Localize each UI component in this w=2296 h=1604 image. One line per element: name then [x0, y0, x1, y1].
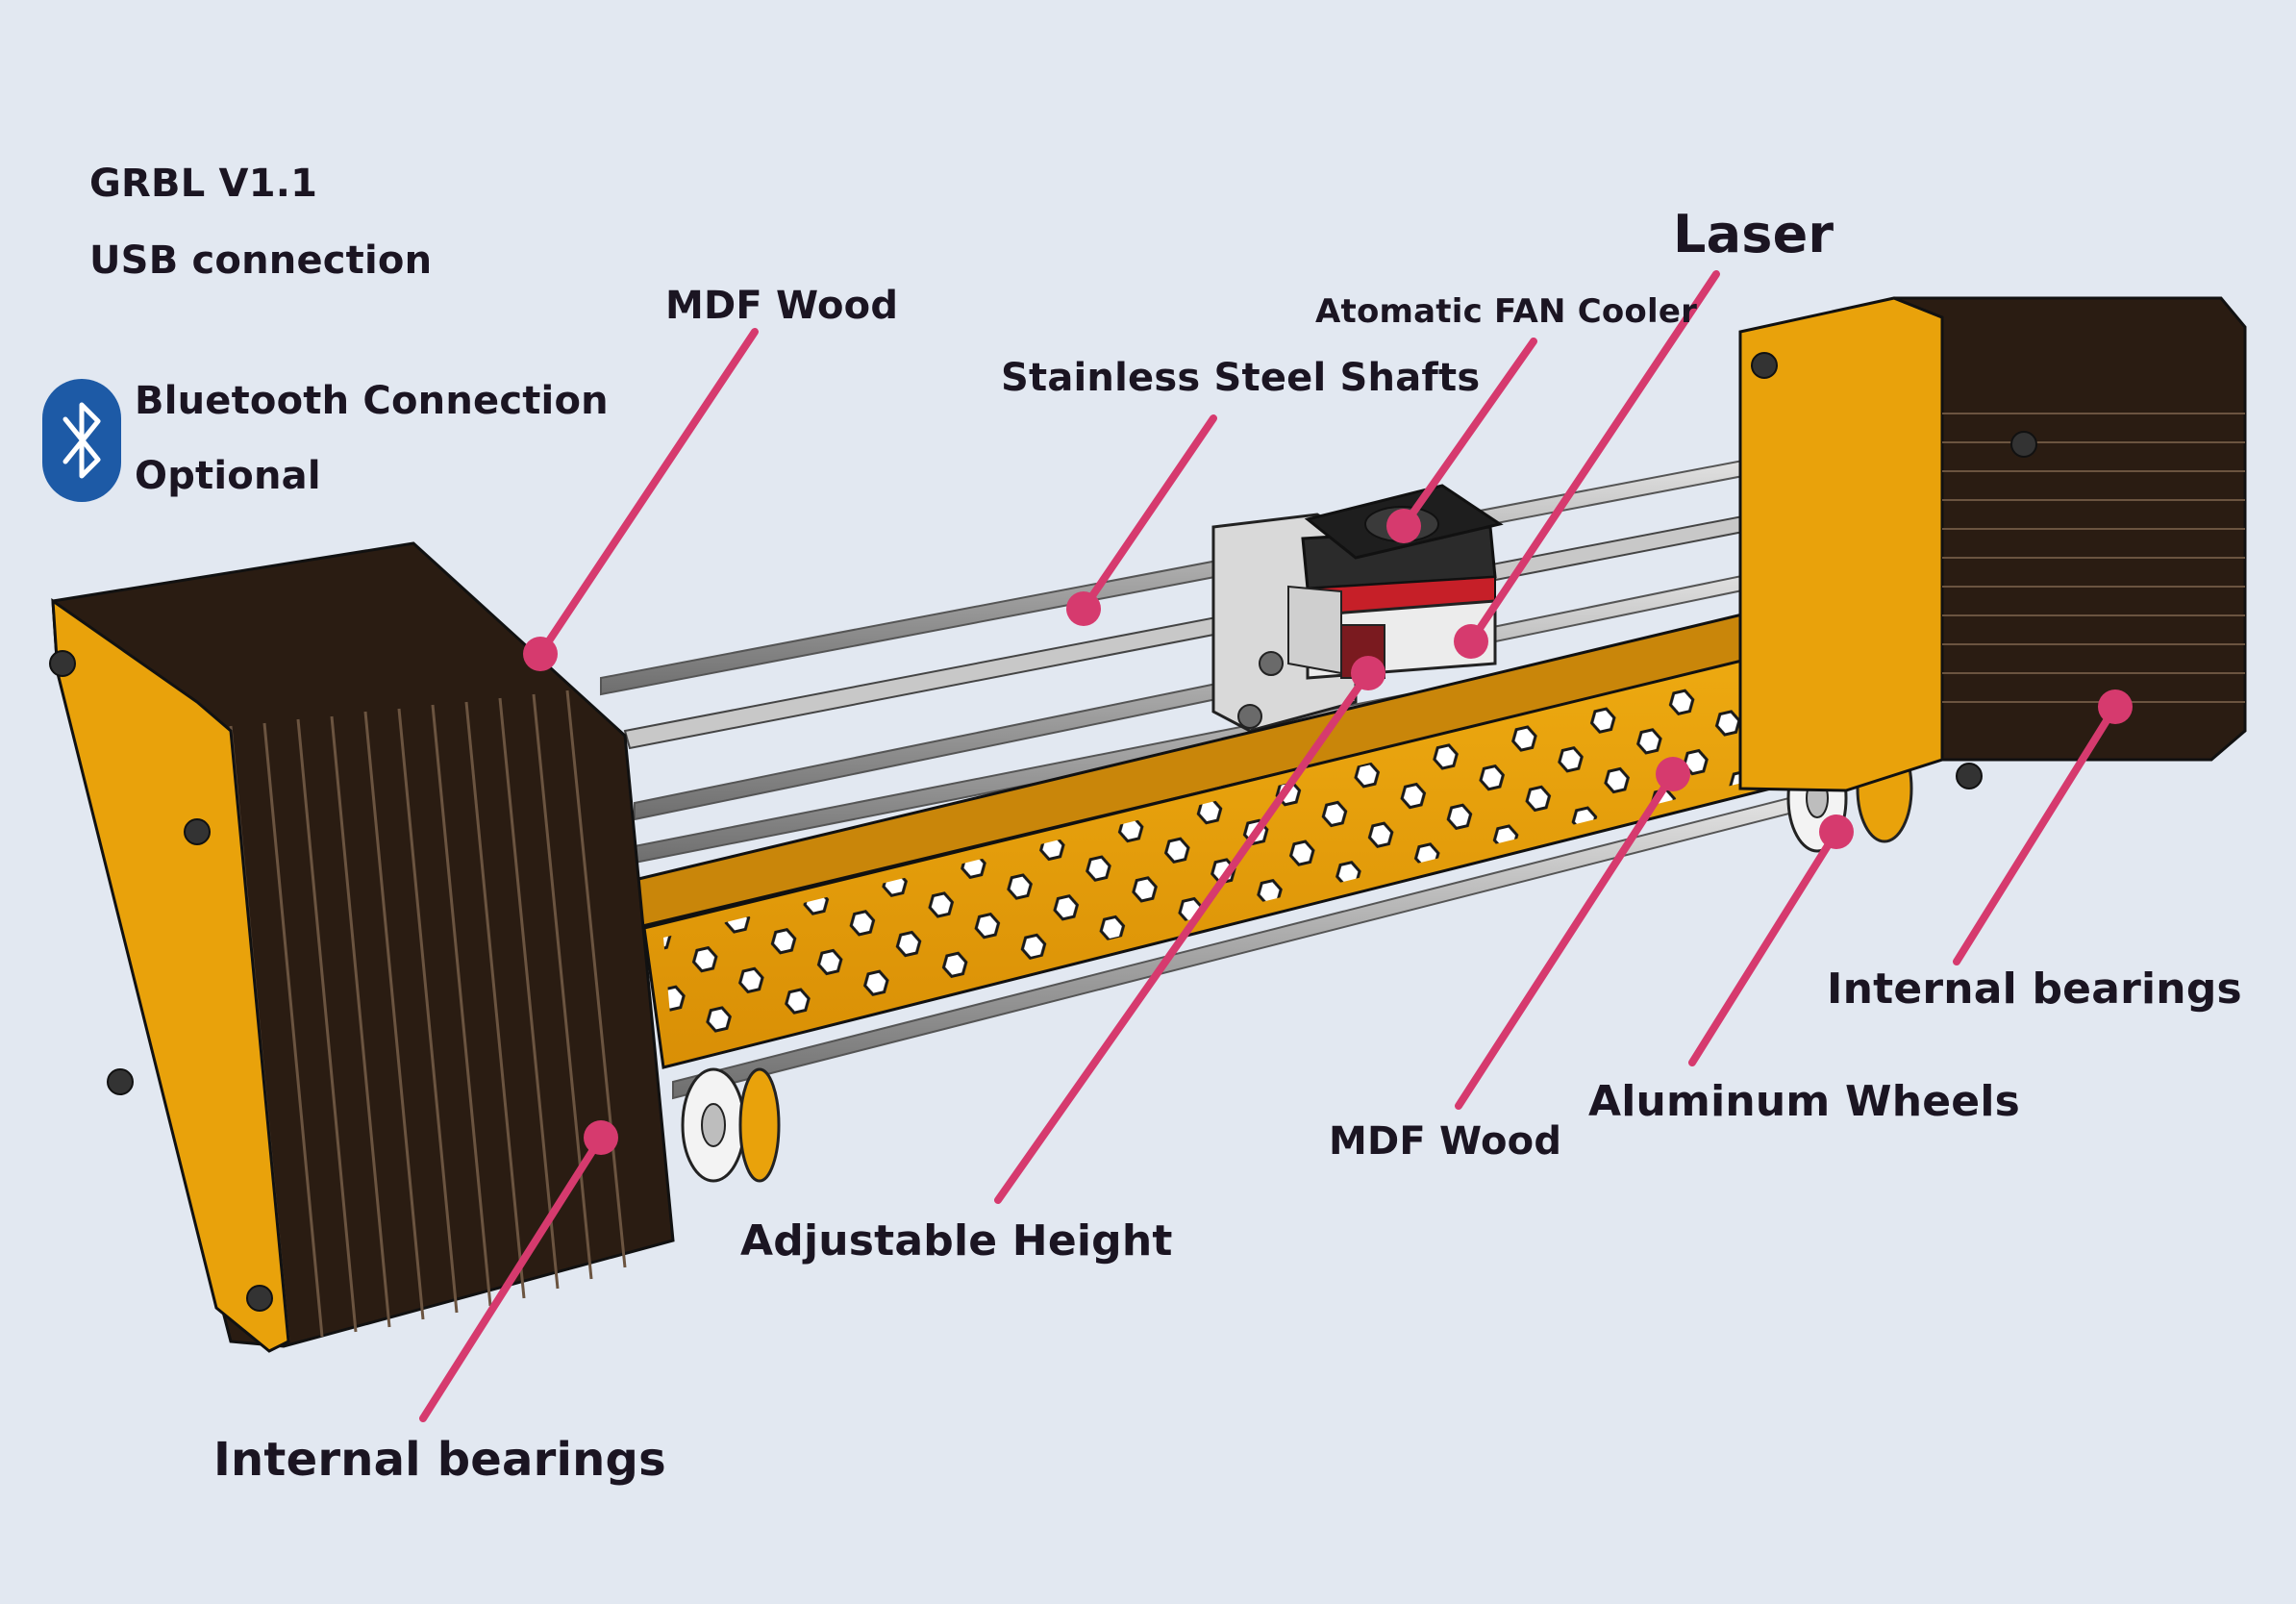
- callout-internal-bearings-left: Internal bearings: [213, 1433, 666, 1487]
- callout-laser: Laser: [1673, 204, 1834, 264]
- leader-laser: [1454, 270, 1720, 659]
- leader-aluminum-wheels: [1688, 815, 1854, 1066]
- aluminum-wheels: [681, 734, 1913, 1183]
- firmware-label: GRBL V1.1: [89, 162, 318, 206]
- bluetooth-badge: [42, 379, 121, 502]
- callout-stainless-shafts: Stainless Steel Shafts: [1001, 356, 1481, 400]
- bluetooth-icon: [62, 402, 101, 479]
- leader-mdf-wood-left: [523, 328, 759, 671]
- usb-connection-label: USB connection: [89, 238, 433, 283]
- callout-mdf-wood-bottom: MDF Wood: [1329, 1119, 1562, 1164]
- leader-mdf-wood-bottom: [1455, 757, 1690, 1110]
- callout-internal-bearings-right: Internal bearings: [1827, 965, 2242, 1014]
- bluetooth-connection-label: Bluetooth Connection: [135, 379, 609, 423]
- callout-adjustable-height: Adjustable Height: [740, 1216, 1173, 1266]
- laser-module: [1287, 484, 1504, 680]
- bluetooth-optional-label: Optional: [135, 454, 321, 498]
- leader-internal-bearings-right: [1953, 689, 2133, 965]
- left-stepper-motor: [49, 541, 675, 1353]
- callout-mdf-wood-left: MDF Wood: [665, 284, 899, 328]
- right-stepper-motor: [1738, 296, 2247, 792]
- leader-adjustable-height: [994, 656, 1385, 1204]
- callout-fan-cooler: Atomatic FAN Cooler: [1315, 292, 1698, 331]
- leader-fan-cooler: [1386, 338, 1537, 543]
- leader-internal-bearings-left: [419, 1120, 618, 1422]
- callout-aluminum-wheels: Aluminum Wheels: [1588, 1077, 2021, 1126]
- leader-stainless-shafts: [1066, 414, 1217, 626]
